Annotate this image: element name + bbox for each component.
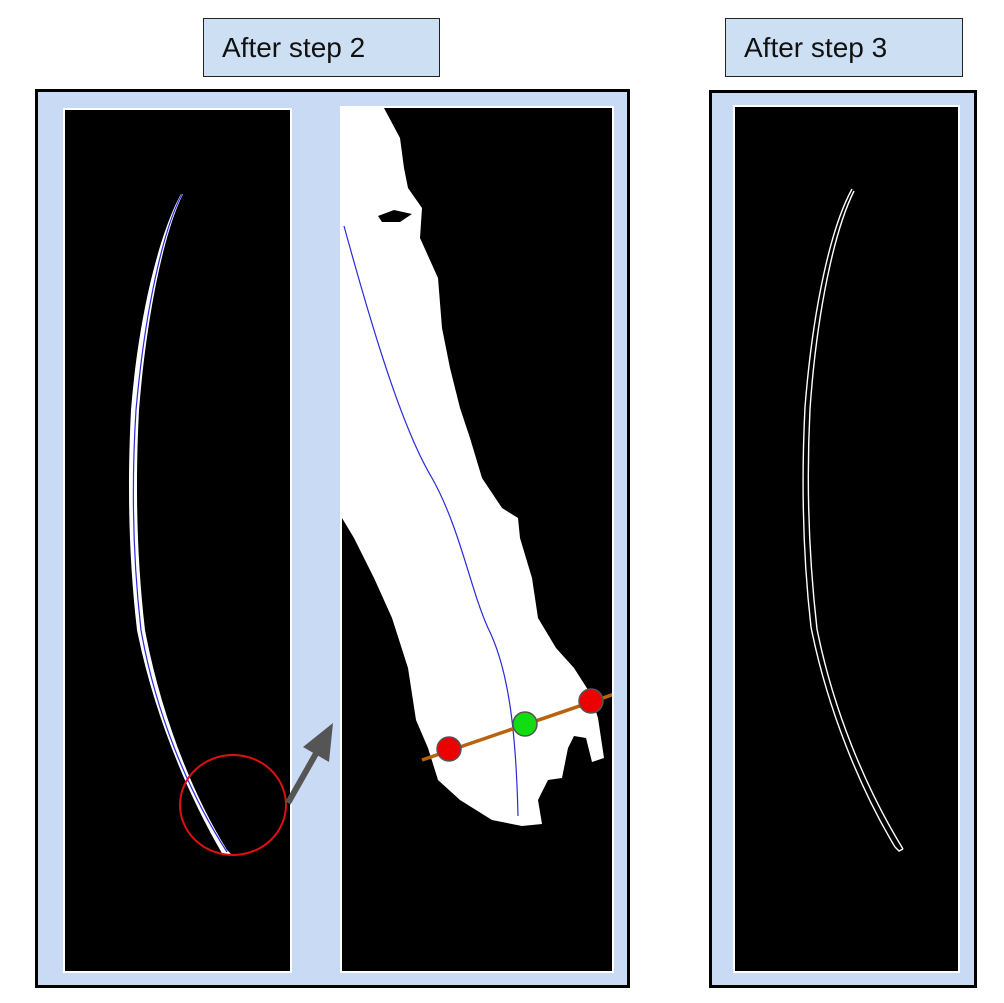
red-dot-icon: [578, 688, 604, 714]
step-3-panel: [709, 90, 977, 988]
root-centerline: [132, 193, 228, 853]
root-zoom-image: [340, 106, 614, 973]
red-dot-icon: [436, 736, 462, 762]
root-outline-tip: [894, 846, 904, 852]
root-outline-right: [807, 190, 904, 850]
after-step-2-label: After step 2: [203, 18, 440, 77]
zoomed-centerline: [343, 225, 519, 817]
step-2-panel: [35, 89, 630, 988]
mask-notch: [378, 210, 412, 222]
root-outline-image: [733, 105, 960, 973]
root-overview-image: [63, 108, 292, 973]
root-outline-left: [802, 188, 896, 848]
root-silhouette: [129, 194, 231, 855]
zoomed-root-mask: [342, 108, 604, 826]
after-step-3-label: After step 3: [725, 18, 963, 77]
green-dot-icon: [512, 711, 538, 737]
